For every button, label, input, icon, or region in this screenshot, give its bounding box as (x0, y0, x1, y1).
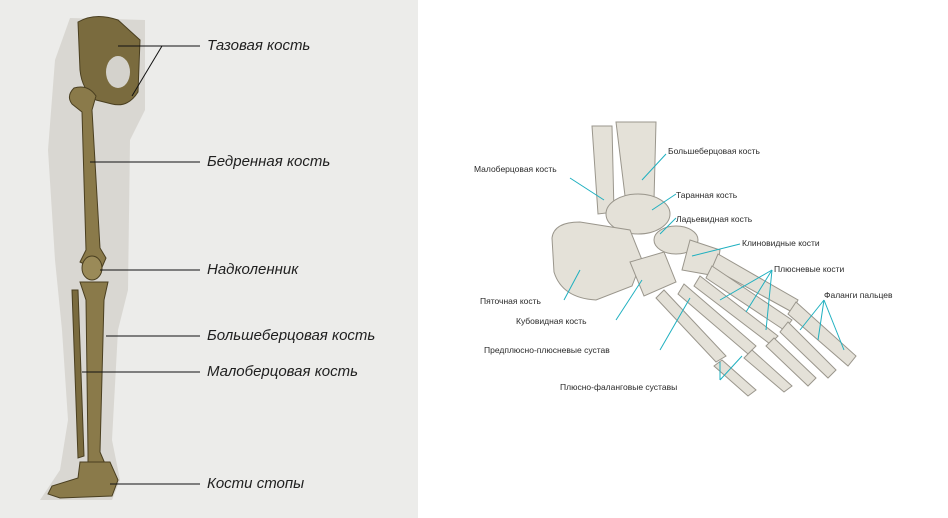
label-foot-bones: Кости стопы (207, 475, 304, 492)
label-cuneiform: Клиновидные кости (742, 238, 820, 248)
label-femur: Бедренная кость (207, 153, 330, 170)
label-navicular: Ладьевидная кость (676, 214, 752, 224)
label-pelvis: Тазовая кость (207, 37, 310, 54)
tibia-shaft (616, 122, 656, 204)
patella-bone (82, 256, 102, 280)
label-patella: Надколенник (207, 261, 298, 278)
label-tarsometatarsal: Предплюсно-плюсневые сустав (484, 345, 610, 355)
label-foot-tibia: Большеберцовая кость (668, 146, 760, 156)
label-metatarsophalangeal: Плюсно-фаланговые суставы (560, 382, 677, 392)
fibula-shaft (592, 126, 614, 214)
label-phalanges: Фаланги пальцев (824, 290, 893, 300)
label-metatarsal: Плюсневые кости (774, 264, 844, 274)
pelvis-foramen (106, 56, 130, 88)
label-foot-fibula: Малоберцовая кость (474, 164, 557, 174)
calcaneus-bone (552, 222, 642, 300)
leg-skeleton-illustration (0, 0, 418, 518)
foot-diagram-panel: Малоберцовая кость Большеберцовая кость … (420, 0, 948, 518)
label-talus: Таранная кость (676, 190, 737, 200)
label-calcaneus: Пяточная кость (480, 296, 541, 306)
label-cuboid: Кубовидная кость (516, 316, 587, 326)
foot-skeleton-illustration (420, 0, 948, 518)
label-tibia: Большеберцовая кость (207, 327, 375, 344)
leg-diagram-panel: Тазовая кость Бедренная кость Надколенни… (0, 0, 418, 518)
label-fibula: Малоберцовая кость (207, 363, 358, 380)
